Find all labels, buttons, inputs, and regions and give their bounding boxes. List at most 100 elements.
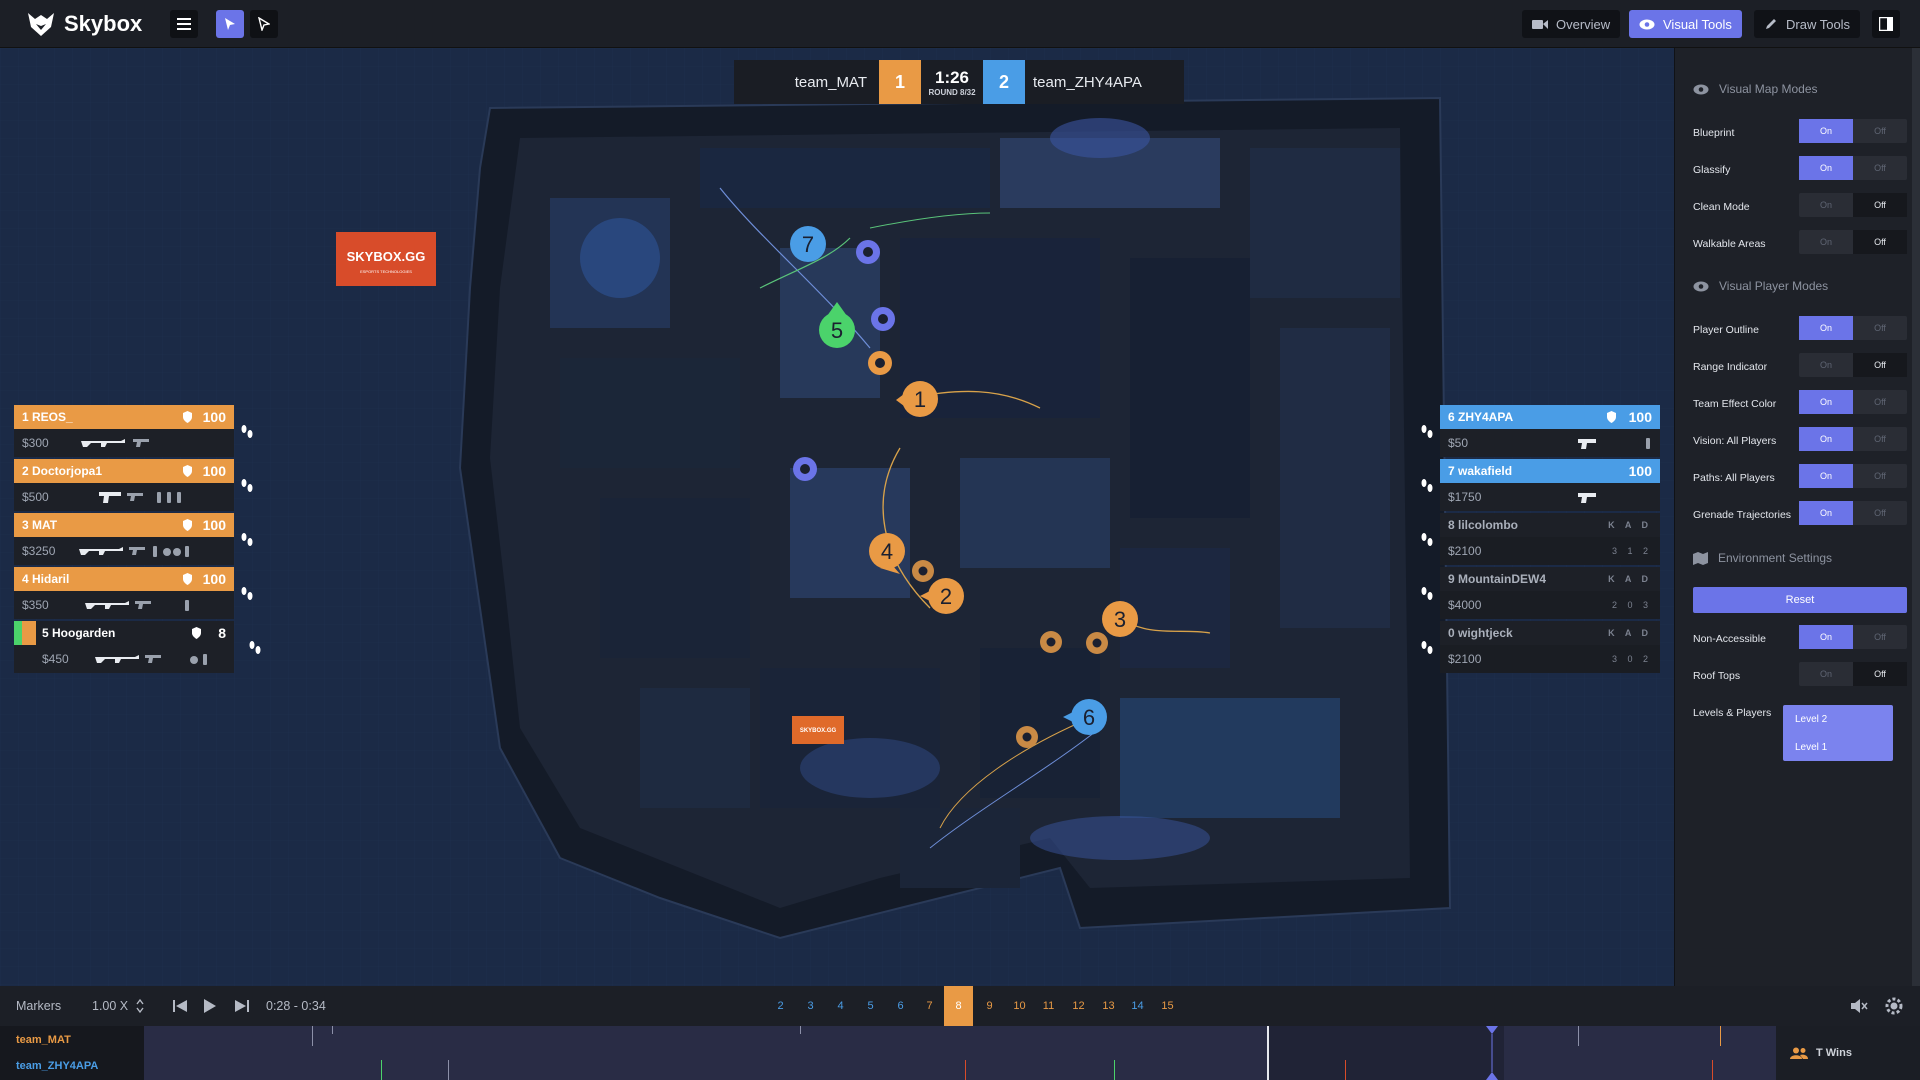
skip-forward-icon[interactable]: [234, 998, 250, 1014]
footsteps-icon[interactable]: [240, 532, 254, 548]
player-marker-7[interactable]: 7: [790, 226, 826, 262]
toggle-on[interactable]: On: [1799, 427, 1853, 451]
toggle-on[interactable]: On: [1819, 360, 1832, 370]
round-button-active[interactable]: 8: [944, 986, 973, 1026]
round-button[interactable]: 14: [1131, 1000, 1144, 1012]
toggle-on[interactable]: On: [1799, 390, 1853, 414]
toggle-blueprint[interactable]: On Off: [1799, 119, 1907, 143]
round-button[interactable]: 6: [897, 1000, 904, 1012]
playhead-marker-icon[interactable]: [1486, 1026, 1498, 1080]
player-card-dead[interactable]: 9 MountainDEW4 K A D $4000 2 0 3: [1440, 567, 1660, 619]
player-marker-3[interactable]: 3: [1102, 601, 1138, 637]
toggle-roof-tops[interactable]: On Off: [1799, 662, 1907, 686]
timeline-track-top[interactable]: [144, 1026, 1776, 1053]
toggle-on[interactable]: On: [1799, 464, 1853, 488]
toggle-glassify[interactable]: On Off: [1799, 156, 1907, 180]
player-card[interactable]: 6 ZHY4APA 100 $50: [1440, 405, 1660, 457]
toggle-player-outline[interactable]: On Off: [1799, 316, 1907, 340]
toggle-non-accessible[interactable]: On Off: [1799, 625, 1907, 649]
footsteps-icon[interactable]: [1420, 640, 1434, 656]
round-button[interactable]: 9: [986, 1000, 993, 1012]
toggle-vision-all-players[interactable]: On Off: [1799, 427, 1907, 451]
mute-icon[interactable]: [1850, 998, 1868, 1014]
toggle-on[interactable]: On: [1799, 156, 1853, 180]
toggle-off[interactable]: Off: [1874, 397, 1886, 407]
player-card[interactable]: 2 Doctorjopa1 100 $500: [14, 459, 234, 511]
overview-button[interactable]: Overview: [1522, 10, 1621, 38]
toggle-off[interactable]: Off: [1874, 126, 1886, 136]
toggle-off[interactable]: Off: [1874, 632, 1886, 642]
toggle-off[interactable]: Off: [1874, 163, 1886, 173]
app-logo[interactable]: Skybox: [26, 10, 142, 38]
toggle-on[interactable]: On: [1799, 119, 1853, 143]
footsteps-icon[interactable]: [248, 640, 262, 656]
footsteps-icon[interactable]: [240, 478, 254, 494]
round-button[interactable]: 13: [1102, 1000, 1115, 1012]
player-card[interactable]: 1 REOS_ 100 $300: [14, 405, 234, 457]
toggle-off[interactable]: Off: [1874, 323, 1886, 333]
toggle-off[interactable]: Off: [1853, 662, 1907, 686]
levels-list[interactable]: Level 2 Level 1: [1783, 705, 1893, 761]
player-card[interactable]: 5 Hoogarden 8 $450: [14, 621, 234, 673]
round-button[interactable]: 10: [1013, 1000, 1026, 1012]
player-marker-2[interactable]: 2: [920, 578, 964, 614]
toggle-paths-all-players[interactable]: On Off: [1799, 464, 1907, 488]
footsteps-icon[interactable]: [240, 586, 254, 602]
player-marker-5[interactable]: 5: [819, 302, 855, 348]
round-button[interactable]: 3: [807, 1000, 814, 1012]
menu-button[interactable]: [170, 10, 198, 38]
toggle-on[interactable]: On: [1819, 200, 1832, 210]
toggle-walkable-areas[interactable]: On Off: [1799, 230, 1907, 254]
footsteps-icon[interactable]: [1420, 424, 1434, 440]
player-card-dead[interactable]: 8 lilcolombo K A D $2100 3 1 2: [1440, 513, 1660, 565]
level-item[interactable]: Level 1: [1795, 741, 1828, 753]
round-button[interactable]: 4: [837, 1000, 844, 1012]
panel-scrollbar[interactable]: [1912, 48, 1920, 986]
tactical-map[interactable]: SKYBOX.GG ESPORTS TECHNOLOGIES SKYBOX.GG…: [0, 48, 1674, 986]
toggle-off[interactable]: Off: [1874, 508, 1886, 518]
toggle-on[interactable]: On: [1799, 316, 1853, 340]
markers-label[interactable]: Markers: [16, 999, 62, 1013]
play-icon[interactable]: [203, 998, 217, 1014]
toggle-off[interactable]: Off: [1853, 353, 1907, 377]
player-card-dead[interactable]: 0 wightjeck K A D $2100 3 0 2: [1440, 621, 1660, 673]
toggle-on[interactable]: On: [1799, 625, 1853, 649]
speed-stepper-icon[interactable]: [136, 998, 144, 1014]
round-button[interactable]: 12: [1072, 1000, 1085, 1012]
round-button[interactable]: 7: [926, 1000, 933, 1012]
footsteps-icon[interactable]: [240, 424, 254, 440]
toggle-clean-mode[interactable]: On Off: [1799, 193, 1907, 217]
round-button[interactable]: 15: [1161, 1000, 1174, 1012]
footsteps-icon[interactable]: [1420, 478, 1434, 494]
round-button[interactable]: 11: [1042, 1000, 1055, 1012]
settings-gear-icon[interactable]: [1885, 997, 1903, 1015]
toggle-grenade-trajectories[interactable]: On Off: [1799, 501, 1907, 525]
level-item[interactable]: Level 2: [1795, 713, 1828, 725]
footsteps-icon[interactable]: [1420, 586, 1434, 602]
toggle-off[interactable]: Off: [1874, 471, 1886, 481]
select-tool-button[interactable]: [216, 10, 244, 38]
toggle-off[interactable]: Off: [1874, 434, 1886, 444]
visual-tools-button[interactable]: Visual Tools: [1629, 10, 1742, 38]
skip-back-icon[interactable]: [172, 998, 188, 1014]
toggle-off[interactable]: Off: [1853, 230, 1907, 254]
toggle-panel-button[interactable]: [1872, 10, 1900, 38]
toggle-off[interactable]: Off: [1853, 193, 1907, 217]
timeline-playhead[interactable]: [1267, 1026, 1269, 1080]
player-marker-1[interactable]: 1: [896, 381, 938, 417]
timeline-track-bottom[interactable]: [144, 1053, 1776, 1080]
reset-button[interactable]: Reset: [1693, 587, 1907, 613]
player-card[interactable]: 4 Hidaril 100 $350: [14, 567, 234, 619]
player-card[interactable]: 7 wakafield 100 $1750: [1440, 459, 1660, 511]
player-card[interactable]: 3 MAT 100 $3250: [14, 513, 234, 565]
draw-tools-button[interactable]: Draw Tools: [1754, 10, 1861, 38]
footsteps-icon[interactable]: [1420, 532, 1434, 548]
player-marker-6[interactable]: 6: [1063, 699, 1107, 735]
map-viewport[interactable]: SKYBOX.GG ESPORTS TECHNOLOGIES SKYBOX.GG…: [0, 48, 1674, 986]
round-button[interactable]: 2: [777, 1000, 784, 1012]
toggle-on[interactable]: On: [1819, 669, 1832, 679]
round-timeline[interactable]: team_MAT team_ZHY4APA T Wins: [0, 1026, 1920, 1080]
speed-value[interactable]: 1.00 X: [92, 999, 129, 1013]
toggle-on[interactable]: On: [1799, 501, 1853, 525]
toggle-on[interactable]: On: [1819, 237, 1832, 247]
